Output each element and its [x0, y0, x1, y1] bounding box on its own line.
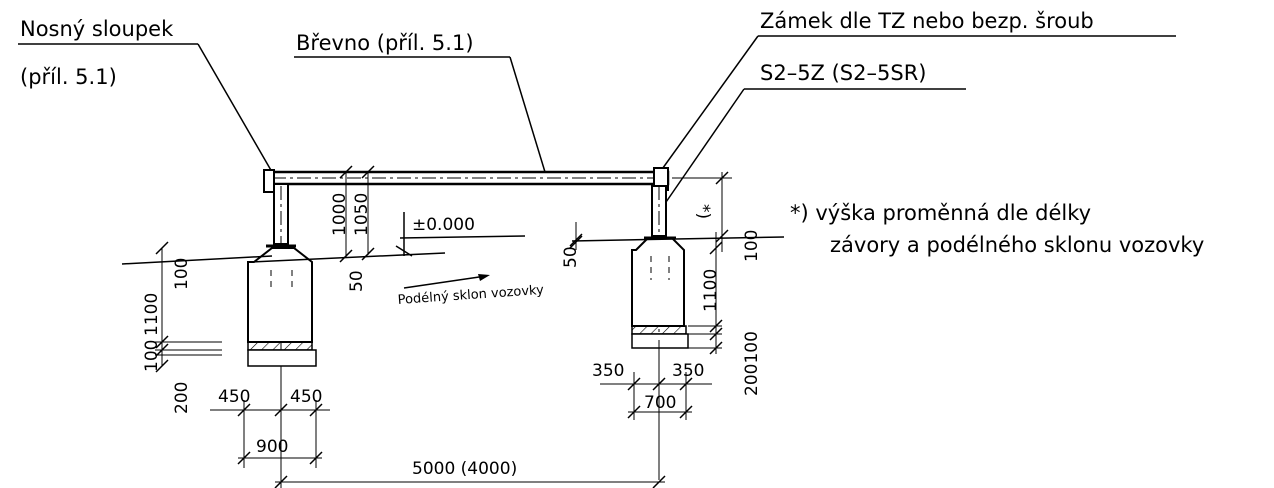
dim-right-vertical — [672, 171, 732, 355]
slope-arrowhead — [478, 274, 490, 281]
label-post: Nosný sloupek — [20, 17, 174, 41]
dim-700: 700 — [644, 393, 676, 413]
dim-asterisk: *) — [693, 204, 713, 219]
beam — [263, 167, 670, 193]
label-lock-leader — [659, 35, 759, 173]
dim-200-left: 200 — [172, 382, 192, 414]
level-mark: ±0.000 — [412, 215, 475, 235]
dim-left-vertical — [155, 241, 222, 373]
dim-50-mid: 50 — [561, 246, 581, 268]
right-foundation — [631, 237, 689, 349]
left-foundation — [247, 247, 317, 367]
dim-100-left: 100 — [172, 258, 192, 290]
label-post-leader — [197, 43, 273, 173]
dim-50-left: 50 — [347, 270, 367, 292]
dim-900: 900 — [256, 437, 288, 457]
label-beam-leader — [509, 56, 546, 173]
dim-200100-right: 200100 — [742, 331, 762, 396]
level-mark-tick — [395, 245, 413, 257]
label-sign: S2–5Z (S2–5SR) — [760, 61, 926, 85]
label-post-ref: (příl. 5.1) — [20, 65, 117, 89]
dim-1100-left: 1100 — [142, 293, 162, 336]
dim-height-left — [339, 165, 380, 263]
label-lock: Zámek dle TZ nebo bezp. šroub — [760, 9, 1094, 33]
dim-50-right — [569, 222, 583, 250]
dim-100-right: 100 — [742, 230, 762, 262]
label-beam: Břevno (příl. 5.1) — [296, 31, 474, 55]
dim-1050: 1050 — [352, 193, 372, 236]
level-line — [399, 235, 526, 239]
slope-arrow — [403, 275, 487, 289]
dim-350-a: 350 — [592, 361, 624, 381]
dim-450-a: 450 — [218, 387, 250, 407]
dim-left-widths — [210, 366, 330, 488]
dim-1000: 1000 — [330, 193, 350, 236]
dim-350-b: 350 — [672, 361, 704, 381]
dim-100-left-low: 100 — [142, 340, 162, 372]
road-line-right — [571, 236, 785, 242]
label-sign-leader — [663, 88, 745, 206]
note-line-1: *) výška proměnná dle délky — [790, 201, 1091, 225]
dim-450-b: 450 — [290, 387, 322, 407]
dim-span — [274, 475, 666, 488]
road-line-left — [121, 255, 273, 265]
dim-span-label: 5000 (4000) — [412, 459, 517, 479]
road-line-left-2 — [249, 252, 446, 263]
dim-right-widths — [600, 340, 712, 480]
slope-label: Podélný sklon vozovky — [397, 283, 544, 308]
note-line-2: závory a podélného sklonu vozovky — [830, 233, 1204, 257]
dim-1100-right: 1100 — [701, 269, 721, 312]
